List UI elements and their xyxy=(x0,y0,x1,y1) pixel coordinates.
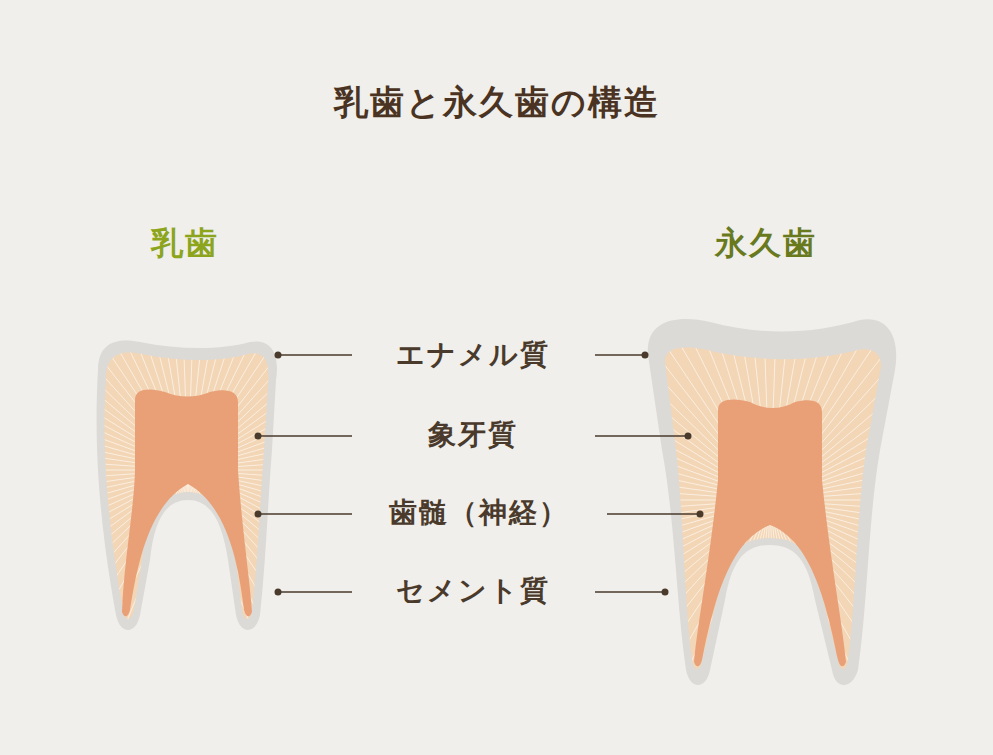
leader-line xyxy=(595,354,645,356)
tubule-stroke xyxy=(9,470,188,735)
leader-lines xyxy=(255,352,704,596)
leader-dot xyxy=(275,352,282,359)
leader-line xyxy=(607,513,700,515)
tubule-stroke xyxy=(770,500,890,755)
dentin-tubules xyxy=(450,180,993,755)
tubule-stroke xyxy=(188,470,348,747)
leader-line xyxy=(258,435,352,437)
part-label-slot: 歯髄（神経） xyxy=(389,494,569,532)
tubule-stroke xyxy=(188,470,221,755)
leader-line xyxy=(595,435,688,437)
pulp xyxy=(694,400,846,667)
diagram-title-slot: 乳歯と永久歯の構造 xyxy=(334,80,660,126)
leader-dot xyxy=(255,433,262,440)
leader-dot xyxy=(275,589,282,596)
part-label-slot: エナメル質 xyxy=(396,336,550,374)
leader-dot xyxy=(685,433,692,440)
tubule-stroke xyxy=(155,470,188,755)
tubule-stroke xyxy=(770,500,781,755)
part-label: 歯髄（神経） xyxy=(389,494,569,532)
diagram-title: 乳歯と永久歯の構造 xyxy=(334,80,660,126)
leader-dot xyxy=(662,589,669,596)
tubule-stroke xyxy=(28,470,188,747)
leader-line xyxy=(278,591,352,593)
part-label: セメント質 xyxy=(396,572,550,610)
part-label: エナメル質 xyxy=(396,336,550,374)
tubule-stroke xyxy=(188,470,199,755)
leader-dot xyxy=(255,511,262,518)
leader-dot xyxy=(697,511,704,518)
leader-line xyxy=(278,354,352,356)
dentin-tubules xyxy=(0,150,508,755)
part-label-slot: セメント質 xyxy=(396,572,550,610)
tubule-stroke xyxy=(177,470,188,755)
dentin-layer xyxy=(665,348,881,669)
part-label-slot: 象牙質 xyxy=(428,416,518,454)
tooth-heading-slot: 乳歯 xyxy=(151,222,219,266)
part-label: 象牙質 xyxy=(428,416,518,454)
tubule-stroke xyxy=(188,470,367,735)
leader-dot xyxy=(642,352,649,359)
tooth-heading-slot: 永久歯 xyxy=(715,222,817,266)
leader-line xyxy=(258,513,352,515)
tubule-stroke xyxy=(48,470,188,755)
leader-line xyxy=(595,591,665,593)
tubule-stroke xyxy=(650,500,770,755)
tubule-stroke xyxy=(188,470,328,755)
pulp xyxy=(122,390,252,617)
tooth-heading: 永久歯 xyxy=(715,222,817,266)
tooth-heading: 乳歯 xyxy=(151,222,219,266)
